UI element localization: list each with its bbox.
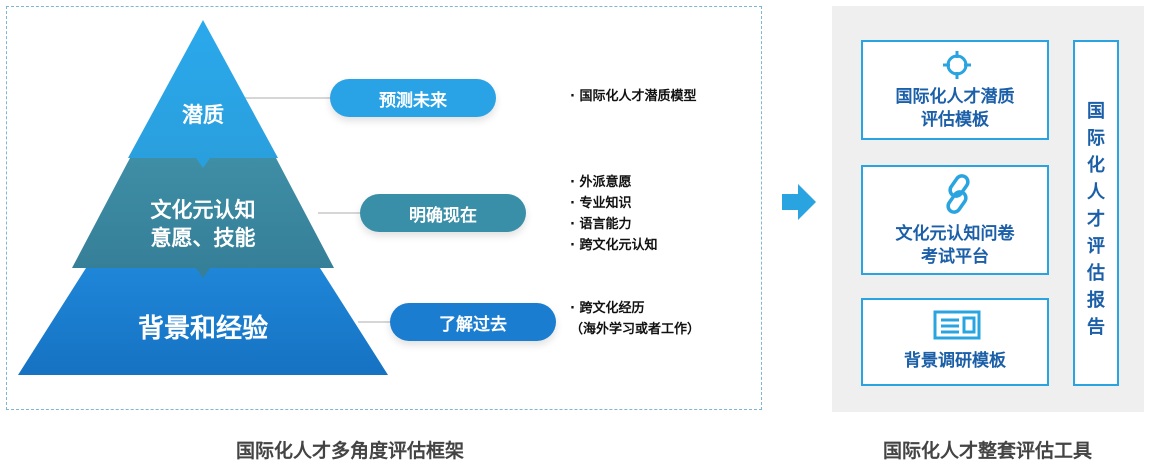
pyramid-tier-top [128,20,278,158]
tool-card-title-line1: 背景调研模板 [904,351,1006,371]
bullet-item: · 跨文化经历 [570,301,645,316]
bullet-item: · 专业知识 [570,196,632,211]
card-icon [933,310,981,340]
tier-notch-middle [196,268,210,278]
pyramid [18,20,392,375]
bullet-item: （海外学习或者工作） [570,322,701,337]
bullets-present: · 外派意愿 · 专业知识 · 语言能力 · 跨文化元认知 [570,172,657,256]
pill-predict-future: 预测未来 [330,79,496,117]
pyramid-label-middle-line2: 意愿、技能 [150,225,256,250]
tool-card-title-line1: 文化元认知问卷 [895,224,1015,244]
tool-card-background-template: 背景调研模板 [861,298,1049,386]
bullets-past: · 跨文化经历 （海外学习或者工作） [570,298,700,340]
link-icon [946,174,970,214]
assessment-report-box: 国际化人才评估报告 [1073,40,1119,386]
pyramid-label-middle-line1: 文化元认知 [150,198,256,222]
report-char: 告 [1087,317,1105,338]
bullet-item: · 外派意愿 [570,175,632,190]
report-char: 人 [1087,182,1105,203]
arrow-right-icon [782,184,816,220]
bullet-item: · 跨文化元认知 [570,238,658,253]
report-char: 国 [1087,101,1105,122]
tool-card-title: 文化元认知问卷 考试平台 [863,223,1047,269]
tools-caption: 国际化人才整套评估工具 [883,440,1093,462]
pill-understand-past: 了解过去 [390,303,556,341]
tool-card-title-line2: 评估模板 [921,110,989,130]
tool-card-title-line1: 国际化人才潜质 [895,87,1015,107]
report-char: 才 [1087,209,1105,230]
report-char: 报 [1087,290,1105,311]
tool-card-title: 国际化人才潜质 评估模板 [863,86,1047,132]
bullet-item: · 国际化人才潜质模型 [570,89,697,104]
report-char: 估 [1087,263,1105,284]
tool-card-potential-template: 国际化人才潜质 评估模板 [861,40,1049,140]
tool-card-title-line2: 考试平台 [921,247,989,267]
pyramid-label-top: 潜质 [182,103,224,127]
bullet-item: · 语言能力 [570,217,632,232]
target-icon [943,51,971,79]
pyramid-tier-middle [72,158,334,268]
framework-frame [6,6,762,410]
framework-caption: 国际化人才多角度评估框架 [236,440,465,462]
pyramid-label-bottom: 背景和经验 [137,314,268,344]
pyramid-tier-bottom [18,268,388,375]
tool-card-questionnaire-platform: 文化元认知问卷 考试平台 [861,165,1049,275]
tool-card-title: 背景调研模板 [863,350,1047,373]
bullets-potential: · 国际化人才潜质模型 [570,86,696,107]
pyramid-label-middle: 文化元认知 意愿、技能 [113,197,293,252]
tier-notch-top [196,158,210,168]
report-char: 际 [1087,128,1105,149]
pill-clarify-present: 明确现在 [360,194,526,232]
report-char: 评 [1087,236,1105,257]
report-char: 化 [1087,155,1105,176]
assessment-report-label: 国际化人才评估报告 [1075,98,1117,341]
